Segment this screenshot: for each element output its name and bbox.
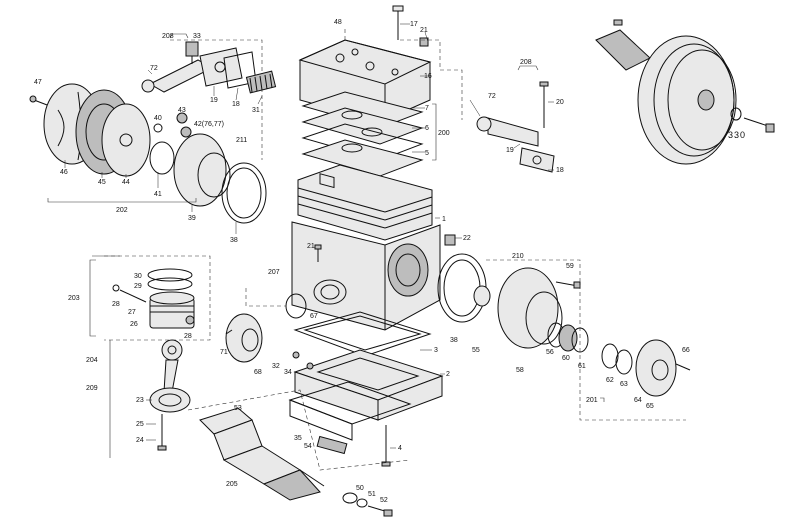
callout-1: 1 — [442, 216, 446, 223]
callout-61: 61 — [578, 363, 586, 370]
callout-43: 43 — [178, 107, 186, 114]
valve-assembly-right — [440, 65, 555, 173]
callout-62: 62 — [606, 377, 614, 384]
callout-51: 51 — [368, 491, 376, 498]
callout-30: 30 — [134, 273, 142, 280]
callout-38: 38 — [450, 337, 458, 344]
callout-45: 45 — [98, 179, 106, 186]
callout-21: 21 — [420, 27, 428, 34]
callout-58: 58 — [516, 367, 524, 374]
callout-2: 2 — [446, 371, 450, 378]
callout-38: 38 — [230, 237, 238, 244]
callout-72: 72 — [488, 93, 496, 100]
callout-65: 65 — [646, 403, 654, 410]
base-pan-group — [288, 311, 445, 467]
callout-202: 202 — [116, 207, 128, 214]
callout-22: 22 — [463, 235, 471, 242]
right-bearing-group — [437, 253, 691, 421]
callout-66: 66 — [682, 347, 690, 354]
callout-200: 200 — [438, 130, 450, 137]
valve-assembly-left — [141, 33, 277, 105]
callout-19: 19 — [506, 147, 514, 154]
connecting-rod-group — [146, 339, 191, 451]
callout-50: 50 — [356, 485, 364, 492]
callout-25: 25 — [136, 421, 144, 428]
callout-26: 26 — [130, 321, 138, 328]
callout-19: 19 — [210, 97, 218, 104]
side-cover-group — [225, 288, 307, 363]
callout-39: 39 — [188, 215, 196, 222]
callout-53: 53 — [234, 405, 242, 412]
callout-209: 209 — [86, 385, 98, 392]
callout-72: 72 — [150, 65, 158, 72]
callout-55: 55 — [472, 347, 480, 354]
callout-52: 52 — [380, 497, 388, 504]
callout-32: 32 — [272, 363, 280, 370]
callout-203: 203 — [68, 295, 80, 302]
callout-207: 207 — [268, 269, 280, 276]
callout-68: 68 — [254, 369, 262, 376]
crankcase-block — [291, 164, 462, 331]
callout-23: 23 — [136, 397, 144, 404]
callout-16: 16 — [424, 73, 432, 80]
callout-7: 7 — [425, 105, 429, 112]
callout-18: 18 — [232, 101, 240, 108]
callout-28: 28 — [184, 333, 192, 340]
callout-208: 208 — [520, 59, 532, 66]
callout-330: 330 — [728, 130, 746, 140]
callout-20: 20 — [556, 99, 564, 106]
callout-205: 205 — [226, 481, 238, 488]
callout-42: 42(76,77) — [194, 121, 224, 128]
callout-5: 5 — [425, 150, 429, 157]
callout-67: 67 — [310, 313, 318, 320]
callout-64: 64 — [634, 397, 642, 404]
callout-3: 3 — [434, 347, 438, 354]
callout-201: 201 — [586, 397, 598, 404]
callout-24: 24 — [136, 437, 144, 444]
callout-34: 34 — [284, 369, 292, 376]
callout-31: 31 — [252, 107, 260, 114]
callout-210: 210 — [512, 253, 524, 260]
callout-27: 27 — [128, 309, 136, 316]
callout-47: 47 — [34, 79, 42, 86]
callout-63: 63 — [620, 381, 628, 388]
callout-59: 59 — [566, 263, 574, 270]
callout-21: 21 — [307, 243, 315, 250]
callout-labels: 48 17 21 16 7 6 200 5 1 22 21 208 33 72 … — [34, 19, 746, 504]
callout-44: 44 — [122, 179, 130, 186]
crankshaft-group — [187, 389, 411, 517]
callout-60: 60 — [562, 355, 570, 362]
callout-54: 54 — [304, 443, 312, 450]
callout-28: 28 — [112, 301, 120, 308]
piston-group — [89, 255, 211, 458]
callout-71: 71 — [220, 349, 228, 356]
callout-211: 211 — [236, 137, 247, 144]
callout-35: 35 — [294, 435, 302, 442]
callout-18: 18 — [556, 167, 564, 174]
cylinder-head-group — [298, 5, 441, 177]
left-cover-group — [29, 39, 267, 234]
callout-17: 17 — [410, 21, 418, 28]
callout-56: 56 — [546, 349, 554, 356]
callout-204: 204 — [86, 357, 98, 364]
callout-48: 48 — [334, 19, 342, 26]
callout-208: 208 — [162, 33, 174, 40]
callout-4: 4 — [398, 445, 402, 452]
callout-29: 29 — [134, 283, 142, 290]
callout-46: 46 — [60, 169, 68, 176]
pulley-group — [595, 19, 775, 165]
callout-41: 41 — [154, 191, 162, 198]
callout-33: 33 — [193, 33, 201, 40]
callout-40: 40 — [154, 115, 162, 122]
spring-31 — [245, 70, 277, 94]
callout-6: 6 — [425, 125, 429, 132]
